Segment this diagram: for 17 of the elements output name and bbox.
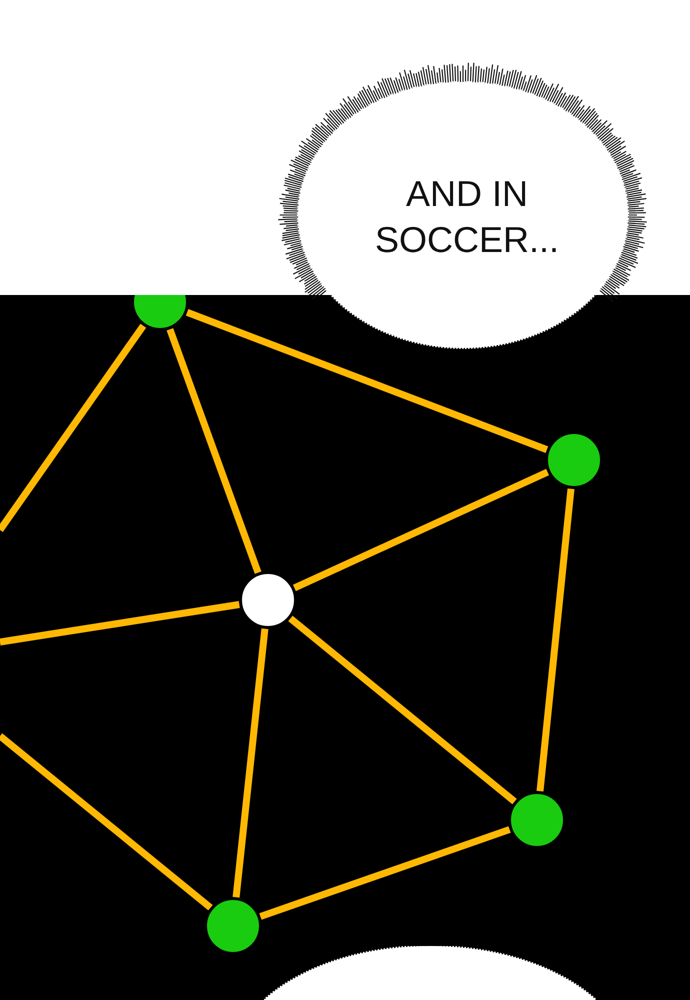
graph-node (132, 295, 188, 330)
speech-bubble (264, 946, 596, 1000)
connector-line (0, 324, 146, 532)
graph-node (240, 572, 296, 628)
connector-line (0, 601, 240, 646)
connector-line (288, 616, 517, 804)
graph-node (546, 432, 602, 488)
connector-line (0, 733, 213, 910)
graph-node (205, 898, 261, 954)
connector-line (259, 826, 511, 920)
connector-line (536, 488, 574, 792)
connector-line (186, 309, 548, 453)
connector-line (232, 628, 268, 898)
graph-node (509, 792, 565, 848)
connector-line (292, 468, 550, 592)
connector-line (166, 328, 262, 574)
bubble-text: AND IN SOCCER... (374, 172, 560, 262)
